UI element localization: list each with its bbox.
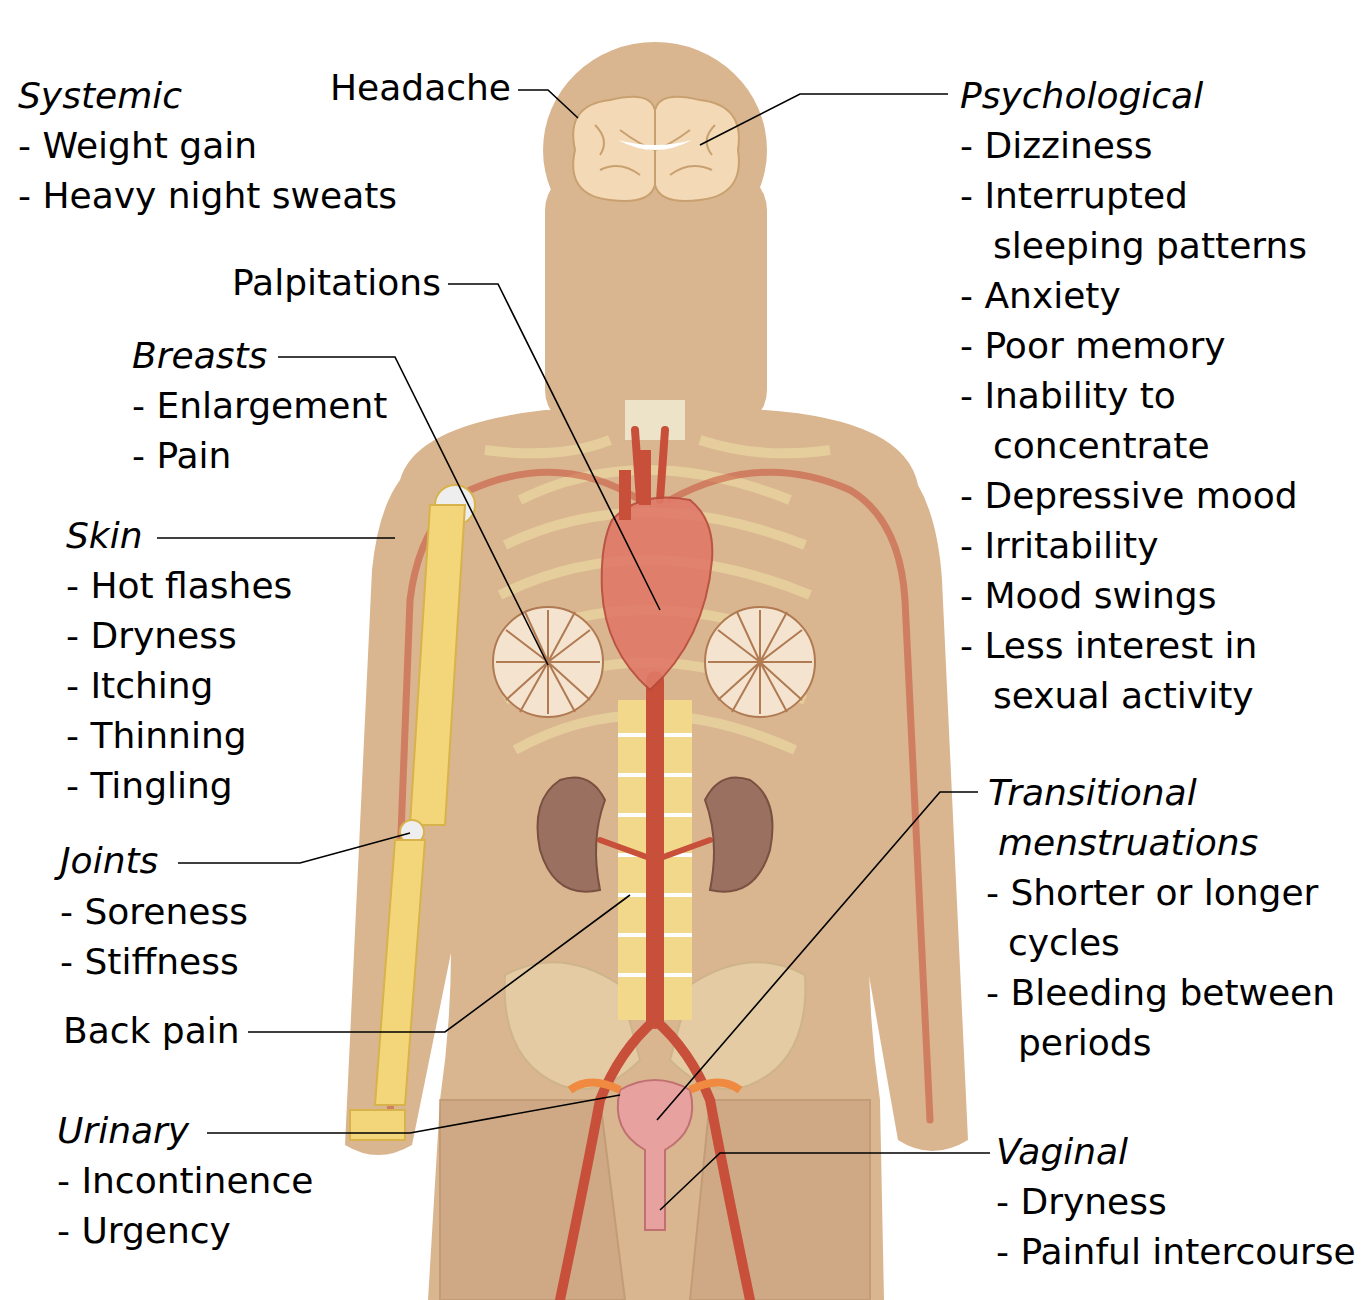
heart [602,450,713,690]
symptom-label: - Incontinence [57,1156,313,1206]
symptom-label: - Thinning [66,711,247,761]
symptom-label: - Shorter or longer cycles [986,868,1348,968]
symptom-label: - Poor memory [960,321,1226,371]
group-heading: Psychological [960,71,1203,121]
symptom-label: - Urgency [57,1206,231,1256]
symptom-label: - Hot flashes [66,561,292,611]
group-heading: Systemic [18,71,182,121]
symptom-label: - Mood swings [960,571,1216,621]
uterus [570,1080,740,1230]
symptom-label: - Interrupted sleeping patterns [960,171,1350,271]
leader-lines [157,90,990,1210]
symptom-label: Palpitations [232,258,441,308]
symptom-label: - Less interest in sexual activity [960,621,1350,721]
symptom-label: - Heavy night sweats [18,171,397,221]
symptom-label: - Anxiety [960,271,1121,321]
symptom-label: - Enlargement [132,381,387,431]
symptom-label: - Depressive mood [960,471,1298,521]
symptom-label: - Dizziness [960,121,1152,171]
silhouette [345,42,968,1300]
symptom-label: - Bleeding between periods [986,968,1348,1068]
symptom-label: - Stiffness [60,937,239,987]
symptom-label: Headache [330,63,511,113]
symptom-label: - Soreness [60,887,248,937]
arteries [390,430,930,1300]
symptom-label: - Inability to concentrate [960,371,1350,471]
symptom-label: - Dryness [996,1177,1167,1227]
group-heading: Joints [60,836,158,886]
symptom-label: Back pain [63,1006,240,1056]
brain [573,97,739,201]
symptom-label: - Painful intercourse [996,1227,1356,1277]
symptom-label: - Tingling [66,761,233,811]
arm-bones [350,485,475,1140]
breasts [493,607,815,717]
symptom-label: - Pain [132,431,231,481]
symptom-label: - Weight gain [18,121,257,171]
group-heading: Urinary [57,1106,189,1156]
kidneys [538,778,773,892]
group-heading: Vaginal [996,1127,1128,1177]
symptom-label: - Dryness [66,611,237,661]
group-heading: Skin [66,511,143,561]
group-heading: Transitional menstruations [988,768,1323,868]
symptom-label: - Irritability [960,521,1158,571]
symptom-label: - Itching [66,661,213,711]
group-heading: Breasts [132,331,267,381]
